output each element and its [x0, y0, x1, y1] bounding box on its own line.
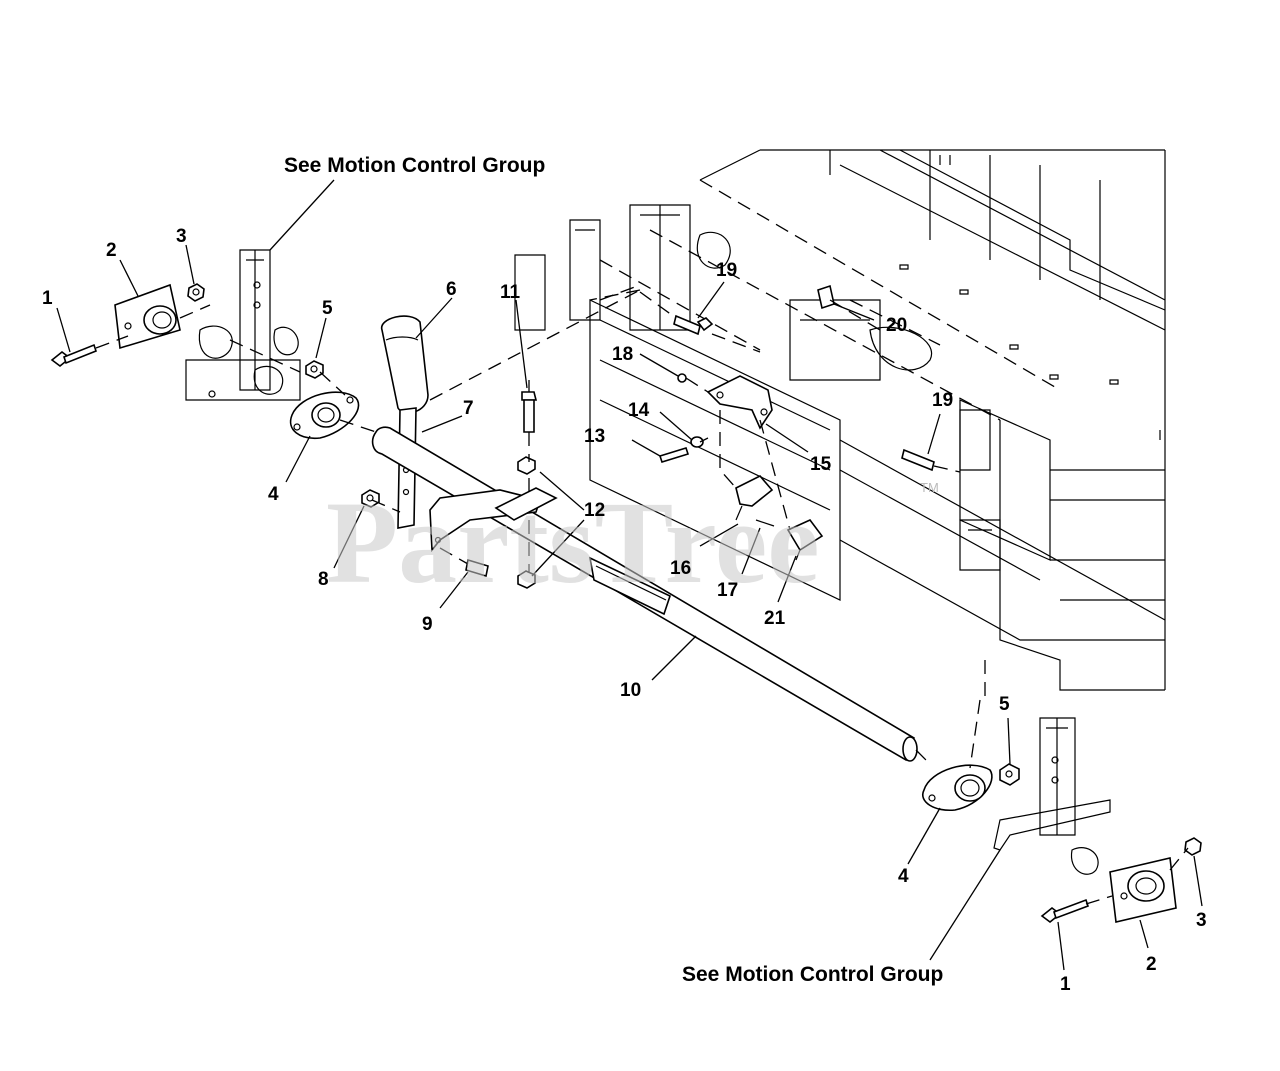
callout-5-right: 5	[999, 694, 1010, 715]
callout-3-left: 3	[176, 226, 187, 247]
callout-1-right: 1	[1060, 974, 1071, 995]
nut-part-8	[361, 489, 380, 508]
nut-part-18	[677, 373, 687, 383]
callout-9: 9	[422, 614, 433, 635]
callout-18: 18	[612, 344, 633, 365]
washer-part-14	[690, 436, 704, 448]
callout-5-left: 5	[322, 298, 333, 319]
callout-11: 11	[500, 282, 521, 303]
nut-part-3-left	[187, 283, 205, 302]
frame-assembly	[514, 149, 1166, 691]
bracket-part-15	[706, 375, 773, 430]
callout-12: 12	[584, 500, 605, 521]
callout-7: 7	[463, 398, 474, 419]
assembly-center-lines	[95, 284, 1189, 905]
screw-part-13	[658, 447, 690, 463]
bolt-part-9	[465, 558, 489, 578]
clip-part-20	[817, 284, 835, 310]
callout-2-left: 2	[106, 240, 117, 261]
callout-3-right: 3	[1196, 910, 1207, 931]
reference-label-bottom: See Motion Control Group	[682, 963, 943, 986]
left-motion-control-bracket	[185, 249, 301, 401]
callout-14: 14	[628, 400, 650, 421]
bolt-part-19-upper	[673, 314, 714, 336]
screw-part-17	[755, 519, 775, 527]
callout-6: 6	[446, 279, 457, 300]
callout-4-right: 4	[898, 866, 909, 887]
callout-21: 21	[764, 608, 786, 629]
watermark: PartsTree TM	[326, 477, 939, 608]
nut-part-3-right	[1184, 837, 1202, 856]
reference-label-top: See Motion Control Group	[284, 154, 545, 177]
leader-lines	[56, 179, 1203, 971]
callout-13: 13	[584, 426, 605, 447]
bolt-part-1-right	[1040, 898, 1090, 924]
nut-part-5-left	[305, 360, 324, 379]
switch-part-21	[786, 519, 824, 561]
callout-19-upper: 19	[716, 260, 737, 281]
flange-part-2-left	[114, 283, 181, 350]
callout-16: 16	[670, 558, 691, 579]
watermark-text: PartsTree	[326, 477, 820, 608]
bearing-part-4-right	[922, 764, 993, 812]
callout-10: 10	[620, 680, 641, 701]
flange-part-2-right	[1109, 857, 1177, 923]
callout-4-left: 4	[268, 484, 279, 505]
nut-part-12	[494, 456, 558, 589]
handle-grip-part-6	[381, 315, 429, 414]
callout-2-right: 2	[1146, 954, 1157, 975]
bolt-part-11	[521, 391, 538, 433]
bolt-part-19-lower	[901, 448, 935, 472]
callout-19-lower: 19	[932, 390, 953, 411]
switch-part-16	[735, 475, 774, 521]
callout-20: 20	[886, 315, 907, 336]
bolt-part-1-left	[50, 343, 97, 368]
nut-part-5-right	[999, 763, 1020, 786]
callout-1-left: 1	[42, 288, 53, 309]
watermark-trademark: TM	[920, 480, 939, 495]
right-motion-control-bracket	[993, 717, 1111, 875]
callout-8: 8	[318, 569, 329, 590]
callout-15: 15	[810, 454, 832, 475]
callout-numbers: 1 2 3 5 4 6 7 8 9 10 11 12 13 14 15 16 1…	[42, 226, 1207, 995]
callout-17: 17	[717, 580, 738, 601]
bearing-part-4-left	[289, 391, 360, 440]
